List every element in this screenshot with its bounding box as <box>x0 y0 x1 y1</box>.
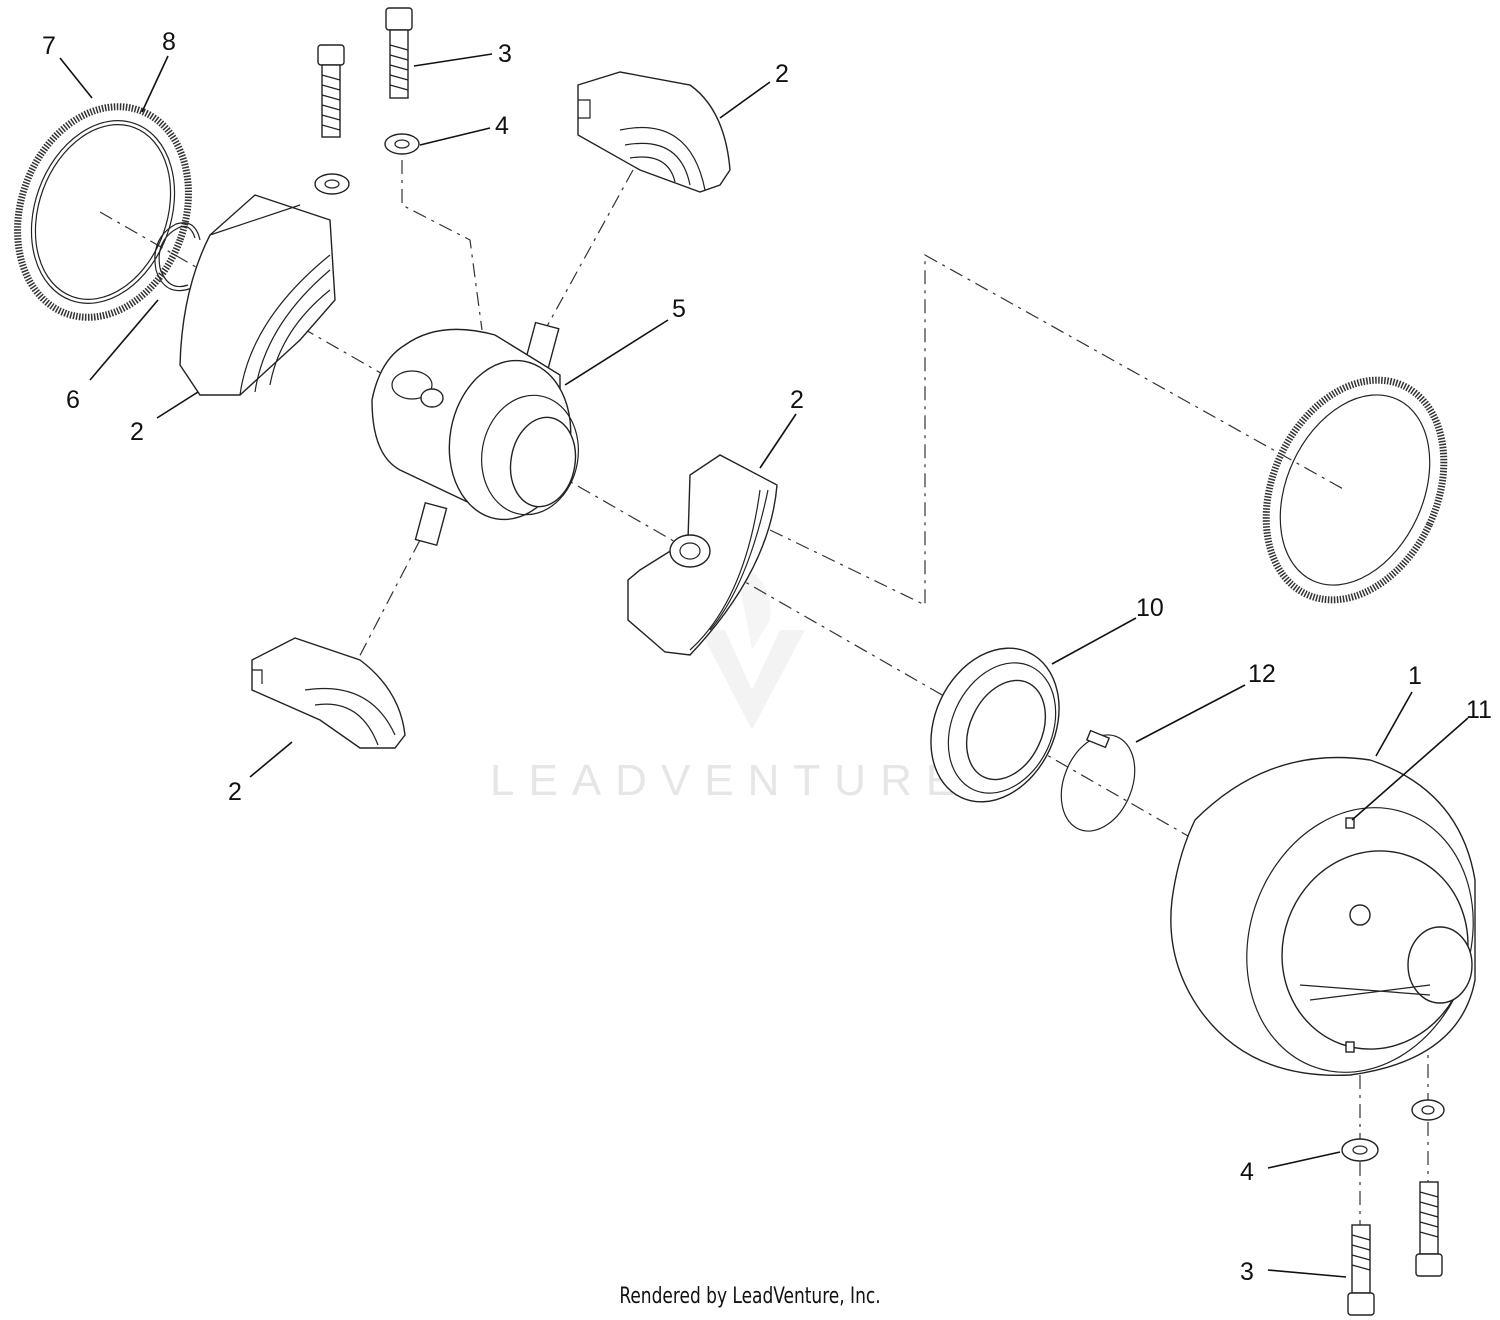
clutch-shoe-middle <box>627 454 778 656</box>
callout-4-bottom: 4 <box>1240 1158 1254 1186</box>
callout-leaders <box>59 53 1469 1278</box>
callout-10: 10 <box>1136 594 1164 622</box>
lock-washer-top-left <box>314 173 350 195</box>
snap-ring <box>154 222 201 292</box>
callout-11: 11 <box>1466 696 1492 724</box>
cap-screw-top-left <box>317 44 345 138</box>
callout-12: 12 <box>1248 660 1276 688</box>
callout-5: 5 <box>672 295 686 323</box>
callout-7: 7 <box>42 32 56 60</box>
callout-3-top: 3 <box>498 40 512 68</box>
cap-screw-bottom-right <box>1415 1181 1443 1277</box>
callout-labels: 7 8 3 4 2 5 6 2 2 2 10 12 1 11 4 3 <box>42 28 1492 1286</box>
callout-2-left: 2 <box>130 418 144 446</box>
clutch-drum <box>1170 756 1476 1077</box>
lock-washer-bottom-left <box>1341 1138 1379 1162</box>
cap-screw-top-right <box>385 7 413 99</box>
callout-2-middle: 2 <box>790 386 804 414</box>
clutch-shoe-bottom <box>251 637 406 749</box>
spring-ring-right <box>1262 376 1448 604</box>
lock-washer-top-right <box>384 133 420 155</box>
retaining-ring <box>1060 729 1136 832</box>
callout-8: 8 <box>162 28 176 56</box>
watermark-text: LEADVENTURE <box>490 756 969 805</box>
callout-6: 6 <box>66 386 80 414</box>
callout-1: 1 <box>1408 662 1422 690</box>
clutch-shoe-left <box>179 194 336 396</box>
bearing <box>930 647 1060 803</box>
callout-2-bottom: 2 <box>228 778 242 806</box>
spring-ring-left <box>14 103 192 321</box>
callout-2-top: 2 <box>775 60 789 88</box>
lock-washer-bottom-right <box>1411 1099 1445 1121</box>
render-credit-footer: Rendered by LeadVenture, Inc. <box>619 1284 881 1309</box>
clutch-shoe-top <box>577 71 731 193</box>
clutch-hub <box>371 321 580 547</box>
callout-3-bottom: 3 <box>1240 1258 1254 1286</box>
callout-4-top: 4 <box>495 112 509 140</box>
cap-screw-bottom-left <box>1347 1224 1375 1316</box>
